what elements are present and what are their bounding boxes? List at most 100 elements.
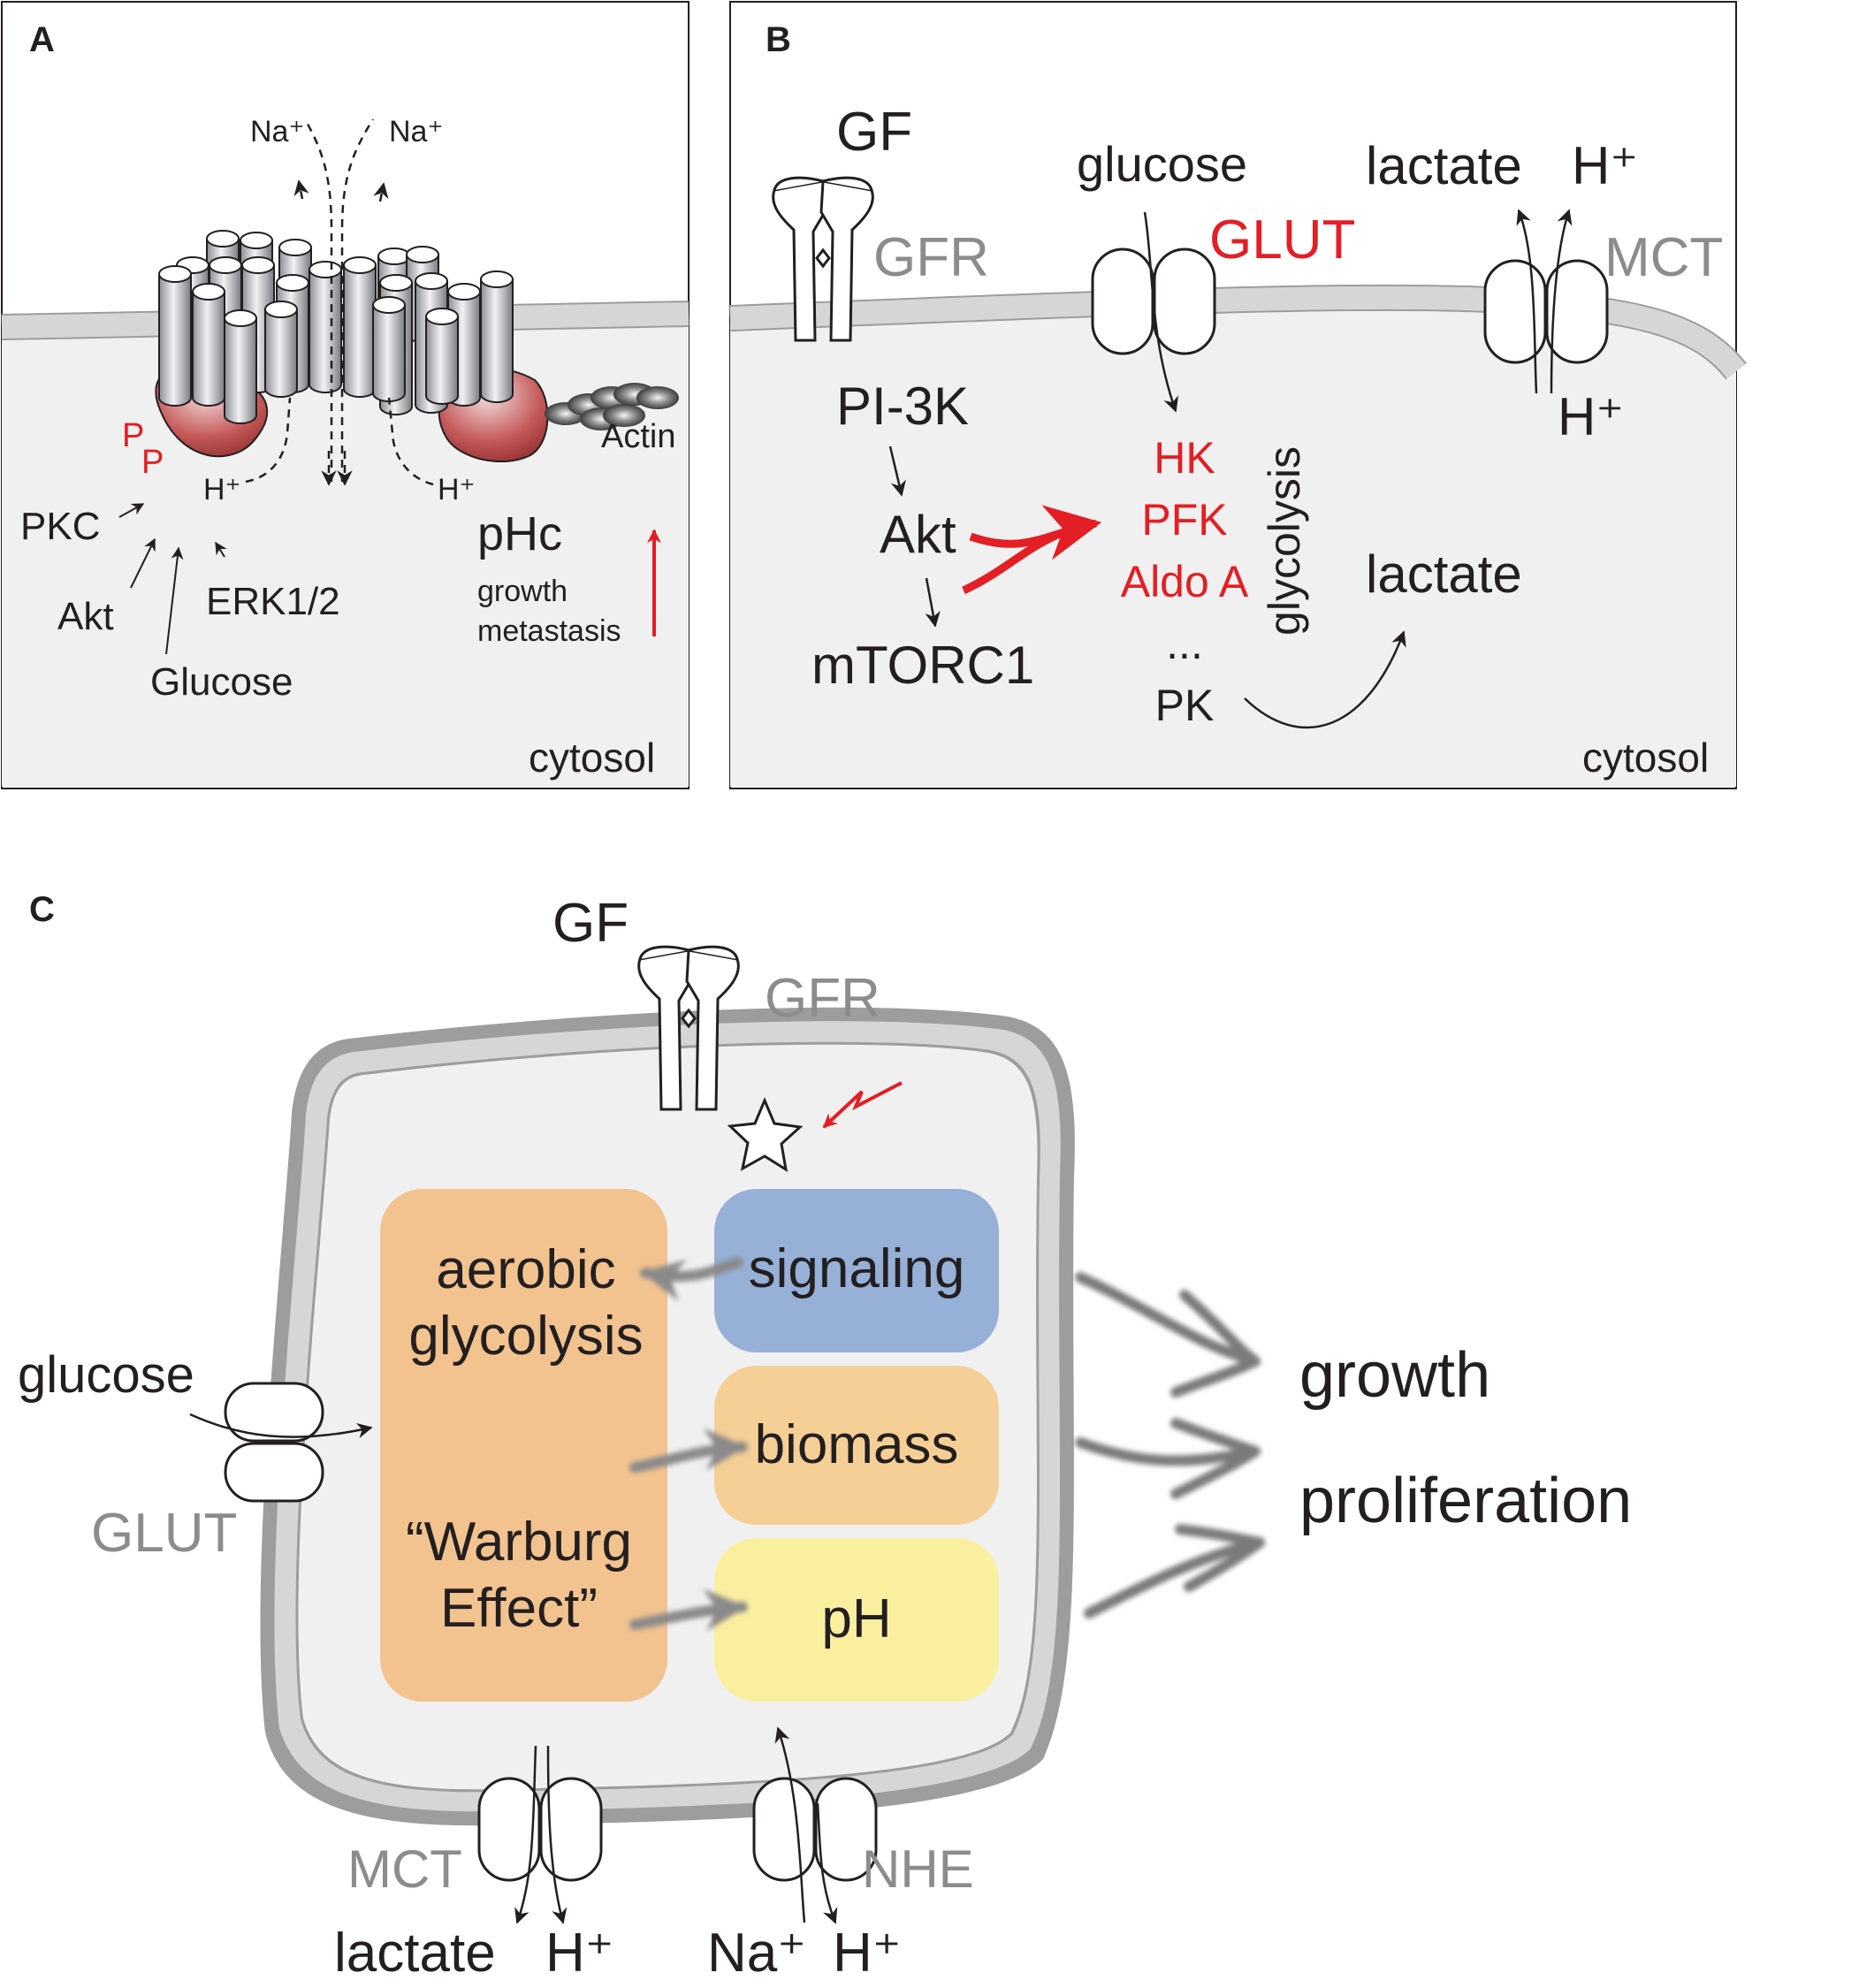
glycolysis-to-ph-arrow xyxy=(629,1588,748,1632)
h-in-label: H⁺ xyxy=(1558,387,1624,446)
h-label-nhe: H⁺ xyxy=(833,1923,902,1984)
biomass-label: biomass xyxy=(755,1414,959,1475)
panel-b: B GF GFR glucose GLUT lactate H⁺ MCT H⁺ … xyxy=(729,1,1747,789)
aldo-a-label: Aldo A xyxy=(1121,557,1249,606)
warburg-label-line2: Effect” xyxy=(440,1578,598,1639)
akt-arrow xyxy=(130,537,156,589)
gfr-label-c: GFR xyxy=(765,968,880,1029)
metastasis-label: metastasis xyxy=(477,614,621,648)
nhe-label-c: NHE xyxy=(862,1839,974,1899)
mtorc1-label: mTORC1 xyxy=(811,636,1034,695)
signaling-to-growth-arrow xyxy=(1075,1272,1261,1398)
akt-to-mtorc1-arrow xyxy=(925,577,941,628)
pi3k-label: PI-3K xyxy=(836,377,969,436)
na-path-right xyxy=(340,118,375,482)
warburg-label-line1: “Warburg xyxy=(406,1512,632,1573)
lactate-label-c: lactate xyxy=(334,1923,496,1984)
pi3k-to-akt-arrow xyxy=(888,446,906,497)
gfr-receptor-c xyxy=(637,945,740,1111)
transmembrane-helix xyxy=(480,270,514,403)
panel-a-label: A xyxy=(29,20,55,59)
transmembrane-helix xyxy=(224,309,257,424)
lactate-export-arrow xyxy=(1516,209,1538,394)
aerobic-glycolysis-box xyxy=(380,1189,667,1702)
panel-c: C GF GFR glucose GLUT aerobic glycolysis… xyxy=(18,890,1632,1984)
glut-transporter-c xyxy=(224,1382,324,1503)
pkc-label: PKC xyxy=(20,505,100,548)
mct-transporter-c xyxy=(477,1777,603,1882)
transmembrane-helix xyxy=(343,256,377,398)
pkc-arrow xyxy=(118,503,145,518)
glut-label-c: GLUT xyxy=(91,1503,237,1564)
lactate-out-label: lactate xyxy=(1366,136,1522,195)
panel-a-cytosol-label: cytosol xyxy=(529,735,655,781)
growth-label: growth xyxy=(477,575,568,608)
na-import-arrow-c xyxy=(774,1726,806,1923)
phc-label: pHc xyxy=(477,507,562,560)
h-out-label: H⁺ xyxy=(1572,136,1638,195)
akt-activation-arrow xyxy=(962,505,1102,595)
activated-star-icon xyxy=(727,1097,804,1173)
h-export-arrow-nhe xyxy=(816,1802,838,1924)
pfk-label: PFK xyxy=(1141,495,1227,545)
ph-box xyxy=(714,1538,999,1702)
transmembrane-helix xyxy=(158,265,192,407)
akt-label: Akt xyxy=(57,595,114,638)
gfr-receptor xyxy=(772,176,874,342)
h-export-arrow-c xyxy=(546,1745,568,1924)
phospho-label-1: P xyxy=(122,417,144,454)
hk-label: HK xyxy=(1154,433,1215,483)
lactate-in-label: lactate xyxy=(1366,545,1522,604)
mct-label: MCT xyxy=(1604,227,1723,288)
erk-arrow xyxy=(215,541,227,558)
lactate-export-arrow-c xyxy=(514,1745,537,1924)
proliferation-label: proliferation xyxy=(1299,1466,1632,1536)
transmembrane-helix xyxy=(264,301,298,398)
erk-label: ERK1/2 xyxy=(206,580,340,623)
signaling-to-glycolysis-arrow xyxy=(640,1257,743,1301)
panel-b-cytosol-label: cytosol xyxy=(1582,735,1709,781)
glucose-label: Glucose xyxy=(150,660,293,704)
aerobic-label: aerobic xyxy=(436,1239,615,1300)
panel-b-membrane xyxy=(729,286,1746,379)
panel-b-cytosol xyxy=(730,297,1736,787)
glut-transporter xyxy=(1091,248,1216,355)
panel-b-label: B xyxy=(766,20,791,59)
glucose-label-c: glucose xyxy=(18,1346,194,1404)
glycolysis-label-c: glycolysis xyxy=(408,1306,643,1367)
nhe-transmembrane-helices-front xyxy=(158,265,514,424)
actin-filament xyxy=(545,383,679,430)
biomass-to-proliferation-arrow xyxy=(1075,1418,1261,1499)
na-path-left xyxy=(303,118,333,482)
pk-to-lactate-arrow xyxy=(1244,630,1406,729)
signaling-box xyxy=(714,1189,999,1352)
signaling-label: signaling xyxy=(749,1238,965,1299)
ph-label: pH xyxy=(821,1588,891,1649)
phospho-label-2: P xyxy=(141,444,164,481)
transmembrane-helix xyxy=(372,296,406,402)
na-label-right: Na⁺ xyxy=(389,115,443,149)
akt-label: Akt xyxy=(880,505,956,564)
h-label-mct: H⁺ xyxy=(545,1923,614,1984)
h-label-right: H⁺ xyxy=(438,473,476,507)
glycolysis-to-biomass-arrow xyxy=(629,1428,748,1473)
na-label-c: Na⁺ xyxy=(707,1923,806,1984)
biomass-box xyxy=(714,1366,999,1525)
gfr-label: GFR xyxy=(873,227,989,288)
gf-label-c: GF xyxy=(552,893,629,954)
lightning-bolt-icon xyxy=(822,1081,903,1129)
h-label-left: H⁺ xyxy=(203,473,241,507)
ph-to-proliferation-arrow xyxy=(1084,1524,1265,1619)
pk-label: PK xyxy=(1155,681,1215,730)
transmembrane-helix xyxy=(192,283,225,407)
mct-transporter xyxy=(1483,259,1609,364)
glucose-arrow xyxy=(165,546,184,655)
glucose-label: glucose xyxy=(1077,136,1247,192)
h-export-arrow xyxy=(1550,209,1573,394)
actin-label: Actin xyxy=(601,418,675,455)
glucose-uptake-arrow xyxy=(1143,211,1179,413)
transmembrane-helix xyxy=(309,261,342,393)
glucose-uptake-arrow-c xyxy=(189,1413,373,1438)
na-label-left: Na⁺ xyxy=(250,115,304,149)
